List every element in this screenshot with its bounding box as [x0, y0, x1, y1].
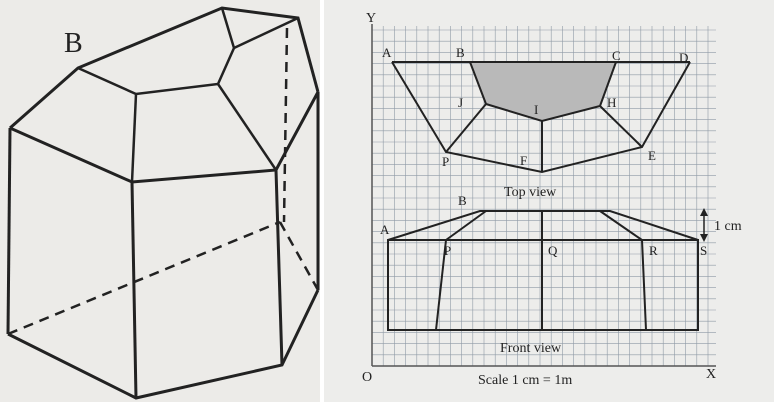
axis-label-origin: O: [362, 370, 372, 385]
top-label-h: H: [607, 95, 616, 110]
dimension-label: 1 cm: [714, 219, 742, 234]
scale-note: Scale 1 cm = 1m: [478, 373, 572, 388]
front-view-edge-r: [641, 239, 647, 331]
panel-divider: [320, 0, 324, 402]
top-label-d: D: [679, 50, 688, 65]
front-view-roof: [387, 210, 699, 241]
hidden-edge-3: [282, 27, 289, 223]
views-svg: A B C D J I H P F E Top view B A P Q R S…: [362, 11, 742, 388]
axis-label-x: X: [706, 367, 716, 382]
bottom-rim: [7, 289, 320, 400]
solid-3d-svg: B: [6, 6, 320, 400]
top-label-i: I: [534, 102, 538, 117]
vertical-edge-front: [130, 181, 138, 399]
top-edge-2: [130, 93, 138, 183]
top-label-b: B: [456, 45, 465, 60]
top-edge-3: [216, 83, 278, 171]
solid-3d-drawing: B: [0, 0, 320, 402]
front-label-b: B: [458, 193, 467, 208]
front-label-r: R: [649, 243, 658, 258]
front-label-s: S: [700, 243, 707, 258]
dimension-arrowhead-down: [700, 234, 708, 242]
hidden-edge-2: [278, 221, 320, 291]
front-label-p: P: [444, 243, 451, 258]
top-label-p: P: [442, 154, 449, 169]
front-label-q: Q: [548, 243, 558, 258]
top-view-shaded-region: [470, 62, 616, 121]
orthographic-views: A B C D J I H P F E Top view B A P Q R S…: [324, 0, 774, 402]
front-view-edge-bp: [445, 210, 487, 241]
top-label-c: C: [612, 48, 621, 63]
front-view-edge-hr: [599, 210, 643, 241]
vertical-edge-mid: [274, 169, 284, 366]
top-label-f: F: [520, 153, 527, 168]
top-face-outline: [9, 6, 320, 130]
front-view-edge-p: [435, 239, 447, 331]
top-face-inner: [77, 7, 236, 96]
top-edge-1: [233, 16, 299, 50]
front-label-a: A: [380, 222, 390, 237]
top-view-edge-jp: [445, 103, 487, 153]
label-b: B: [64, 28, 83, 59]
vertical-edge-left: [6, 127, 12, 335]
front-view-caption: Front view: [500, 341, 562, 356]
axis-label-y: Y: [366, 11, 376, 26]
top-label-e: E: [648, 148, 656, 163]
top-view-edge-he: [599, 105, 643, 148]
top-label-a: A: [382, 45, 392, 60]
top-label-j: J: [458, 95, 463, 110]
top-view-caption: Top view: [504, 185, 557, 200]
hidden-edge-1: [7, 220, 281, 336]
dimension-arrowhead-up: [700, 208, 708, 216]
upper-rim: [9, 91, 320, 184]
